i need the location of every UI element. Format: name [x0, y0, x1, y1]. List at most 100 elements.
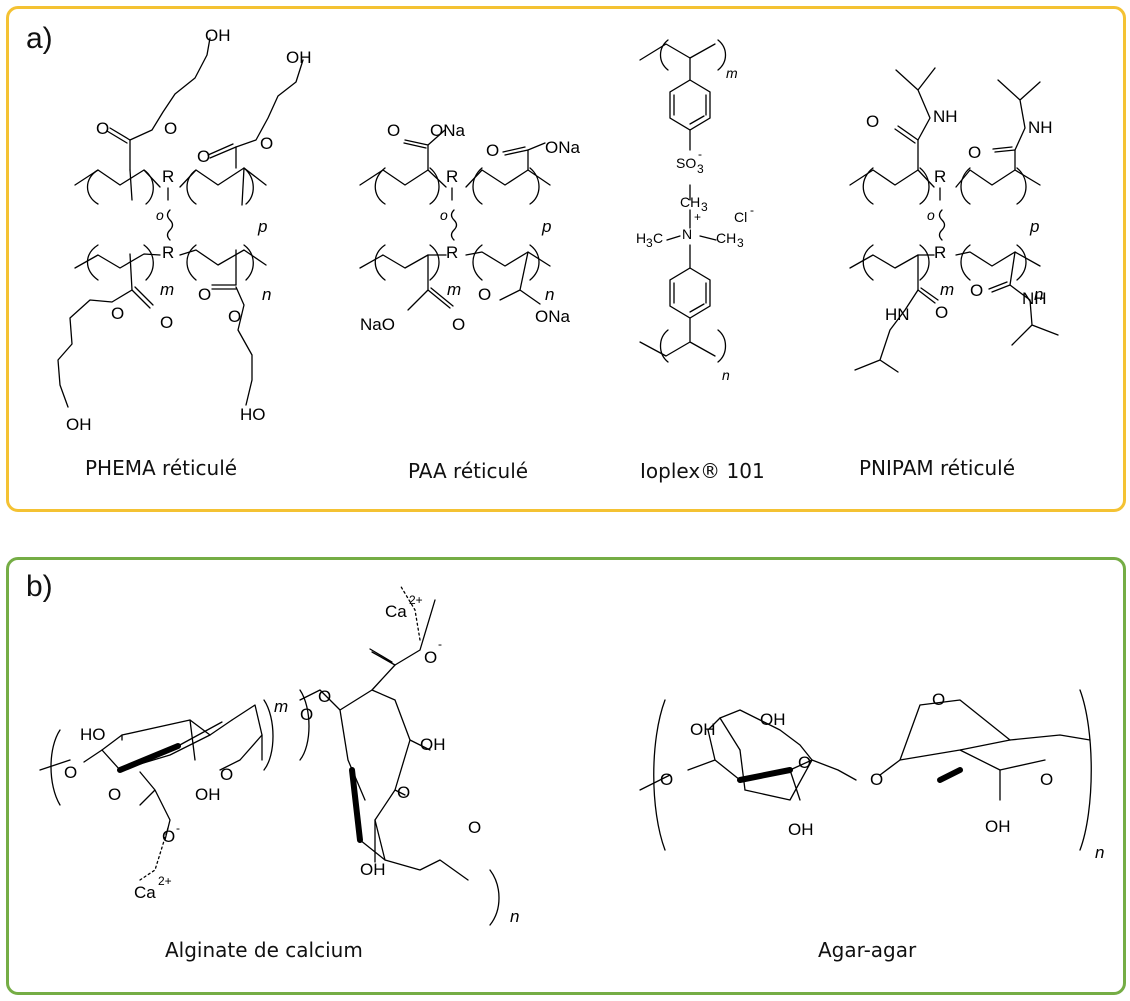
- svg-text:O: O: [318, 687, 331, 706]
- svg-text:O: O: [870, 770, 883, 789]
- svg-text:R: R: [934, 167, 946, 186]
- svg-text:CH: CH: [716, 230, 736, 246]
- svg-text:m: m: [726, 65, 738, 81]
- svg-text:-: -: [698, 147, 702, 161]
- svg-text:m: m: [160, 280, 174, 299]
- svg-text:O: O: [160, 313, 173, 332]
- svg-text:O: O: [478, 285, 491, 304]
- svg-text:3: 3: [737, 236, 744, 250]
- svg-text:2+: 2+: [158, 874, 172, 888]
- caption-paa: PAA réticulé: [408, 459, 529, 483]
- svg-text:NH: NH: [1022, 289, 1047, 308]
- svg-text:O: O: [397, 783, 410, 802]
- svg-text:O: O: [935, 303, 948, 322]
- svg-text:O: O: [866, 112, 879, 131]
- svg-text:OH: OH: [66, 415, 92, 434]
- svg-text:p: p: [1029, 217, 1039, 236]
- alginate-structure: HO O m O O Ca 2+ O - O OH O O - Ca 2+ OH…: [39, 584, 519, 926]
- svg-text:O: O: [968, 143, 981, 162]
- svg-text:O: O: [452, 315, 465, 334]
- svg-text:OH: OH: [205, 26, 231, 45]
- svg-text:3: 3: [646, 236, 653, 250]
- svg-text:o: o: [156, 207, 164, 223]
- svg-text:3: 3: [697, 162, 704, 176]
- caption-alginate: Alginate de calcium: [165, 938, 363, 962]
- svg-text:N: N: [682, 226, 692, 242]
- svg-text:O: O: [932, 690, 945, 709]
- caption-agar: Agar-agar: [818, 938, 917, 962]
- svg-text:R: R: [446, 167, 458, 186]
- svg-text:Cl: Cl: [734, 209, 747, 225]
- pnipam-structure: O NH O NH R R o p m n HN O O NH: [849, 67, 1059, 373]
- svg-text:R: R: [162, 167, 174, 186]
- svg-text:O: O: [64, 763, 77, 782]
- svg-text:OH: OH: [788, 820, 814, 839]
- svg-text:R: R: [162, 243, 174, 262]
- svg-text:O: O: [198, 285, 211, 304]
- svg-text:ONa: ONa: [545, 138, 581, 157]
- svg-text:O: O: [96, 119, 109, 138]
- panel-b-label: b): [26, 570, 53, 603]
- svg-text:n: n: [545, 285, 554, 304]
- svg-text:SO: SO: [676, 155, 696, 171]
- svg-text:OH: OH: [195, 785, 221, 804]
- svg-text:n: n: [262, 285, 271, 304]
- svg-text:O: O: [486, 141, 499, 160]
- svg-text:O: O: [164, 119, 177, 138]
- svg-text:O: O: [108, 785, 121, 804]
- paa-structure: O ONa O ONa R R o p m n NaO O O ONa: [359, 121, 581, 334]
- panel-a-label: a): [26, 22, 53, 55]
- svg-text:m: m: [447, 280, 461, 299]
- panel-a-frame: [6, 6, 1126, 512]
- svg-text:n: n: [1034, 285, 1043, 304]
- svg-text:n: n: [510, 907, 519, 926]
- svg-text:O: O: [424, 648, 437, 667]
- svg-text:-: -: [438, 637, 442, 651]
- svg-text:R: R: [934, 243, 946, 262]
- svg-text:O: O: [387, 121, 400, 140]
- svg-text:O: O: [228, 307, 241, 326]
- svg-text:O: O: [970, 281, 983, 300]
- svg-text:o: o: [440, 207, 448, 223]
- svg-text:OH: OH: [420, 735, 446, 754]
- svg-text:ONa: ONa: [430, 121, 466, 140]
- svg-text:CH: CH: [680, 194, 700, 210]
- svg-text:O: O: [260, 134, 273, 153]
- svg-text:n: n: [1095, 843, 1104, 862]
- agar-structure: OH OH O O OH O O O OH n: [639, 689, 1104, 862]
- svg-text:OH: OH: [760, 710, 786, 729]
- svg-text:ONa: ONa: [535, 307, 571, 326]
- svg-text:OH: OH: [690, 720, 716, 739]
- svg-text:O: O: [468, 818, 481, 837]
- svg-text:p: p: [541, 217, 551, 236]
- svg-text:Ca: Ca: [134, 883, 156, 902]
- svg-text:O: O: [798, 753, 811, 772]
- svg-text:n: n: [722, 367, 730, 383]
- svg-text:NaO: NaO: [360, 315, 395, 334]
- caption-pnipam: PNIPAM réticulé: [859, 456, 1016, 480]
- svg-text:m: m: [274, 697, 288, 716]
- phema-structure: OH OH O O O O R R o p m n O O O O OH HO: [57, 26, 312, 434]
- svg-text:-: -: [176, 821, 180, 835]
- svg-text:O: O: [197, 147, 210, 166]
- svg-text:HO: HO: [240, 405, 266, 424]
- svg-text:O: O: [1040, 770, 1053, 789]
- panel-b-frame: [6, 557, 1126, 995]
- svg-text:O: O: [111, 304, 124, 323]
- caption-ioplex: Ioplex® 101: [640, 459, 765, 483]
- svg-text:NH: NH: [1028, 118, 1053, 137]
- svg-text:o: o: [927, 207, 935, 223]
- svg-text:2+: 2+: [409, 593, 423, 607]
- svg-text:HO: HO: [80, 725, 106, 744]
- svg-text:H: H: [636, 230, 646, 246]
- svg-text:R: R: [446, 243, 458, 262]
- svg-text:HN: HN: [885, 305, 910, 324]
- svg-text:OH: OH: [360, 860, 386, 879]
- svg-text:O: O: [660, 770, 673, 789]
- svg-text:OH: OH: [286, 48, 312, 67]
- caption-phema: PHEMA réticulé: [85, 456, 238, 480]
- ioplex-structure: m SO 3 - CH 3 Cl - + N H 3 C CH 3 n: [636, 39, 754, 383]
- svg-text:OH: OH: [985, 817, 1011, 836]
- svg-text:m: m: [940, 280, 954, 299]
